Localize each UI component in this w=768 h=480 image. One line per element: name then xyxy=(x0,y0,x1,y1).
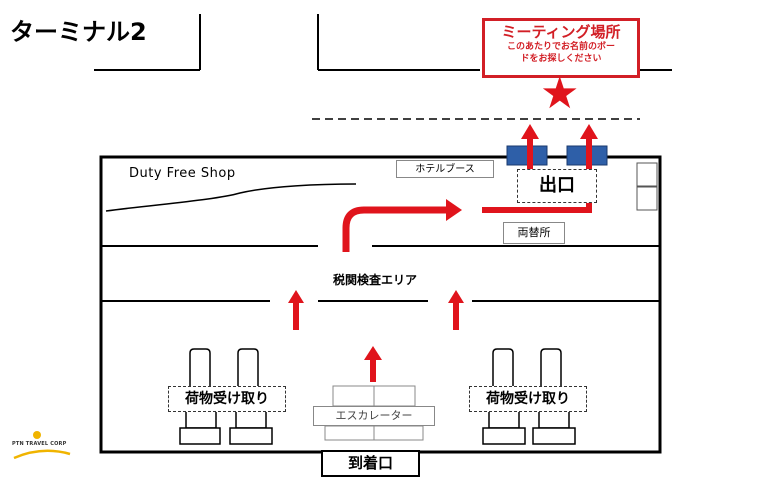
carousel-left-1-base xyxy=(185,412,217,429)
carousel-left-2 xyxy=(237,348,259,386)
carousel-right-2 xyxy=(540,348,562,386)
carousel-right-2-base xyxy=(538,412,570,429)
logo-text: PTN TRAVEL CORP xyxy=(12,441,67,447)
escalator-label: エスカレーター xyxy=(313,406,435,426)
carousel-right-1-foot xyxy=(482,427,526,445)
baggage-claim-right-label: 荷物受け取り xyxy=(469,386,587,412)
logo-swoosh-icon xyxy=(13,449,71,460)
arrow-main-curve xyxy=(342,206,448,252)
arrow-up-right xyxy=(448,290,464,330)
duty-free-label: Duty Free Shop xyxy=(129,166,236,181)
company-logo xyxy=(13,431,71,460)
side-counter-2 xyxy=(636,186,658,211)
arrow-up-exit-left xyxy=(521,124,539,174)
hotel-booth-label: ホテルブース xyxy=(396,160,494,178)
baggage-claim-left-label: 荷物受け取り xyxy=(168,386,286,412)
arrow-main-head xyxy=(446,199,462,221)
carousel-left-2-foot xyxy=(229,427,273,445)
arrival-gate-label: 到着口 xyxy=(321,450,420,477)
exit-label: 出口 xyxy=(517,169,597,203)
meeting-point-box: ミーティング場所 このあたりでお名前のボー ドをお探しください xyxy=(482,18,640,78)
carousel-right-1 xyxy=(492,348,514,386)
carousel-right-1-base xyxy=(488,412,520,429)
carousel-left-1 xyxy=(189,348,211,386)
arrow-up-exit-right xyxy=(580,124,598,174)
exchange-label: 両替所 xyxy=(503,222,565,244)
page-title: ターミナル2 xyxy=(10,18,147,46)
carousel-right-2-foot xyxy=(532,427,576,445)
carousel-left-1-foot xyxy=(179,427,221,445)
side-counter-1 xyxy=(636,162,658,187)
customs-label: 税関検査エリア xyxy=(320,271,430,288)
logo-sun-icon xyxy=(33,431,41,439)
star-icon: ★ xyxy=(540,68,580,119)
duty-free-boundary xyxy=(105,183,357,212)
meeting-point-subtitle-2: ドをお探しください xyxy=(520,54,602,64)
arrow-up-escalator xyxy=(364,346,382,382)
carousel-left-2-base xyxy=(235,412,267,429)
meeting-point-subtitle-1: このあたりでお名前のボー xyxy=(506,42,615,52)
meeting-point-title: ミーティング場所 xyxy=(501,23,621,41)
arrow-up-left xyxy=(288,290,304,330)
